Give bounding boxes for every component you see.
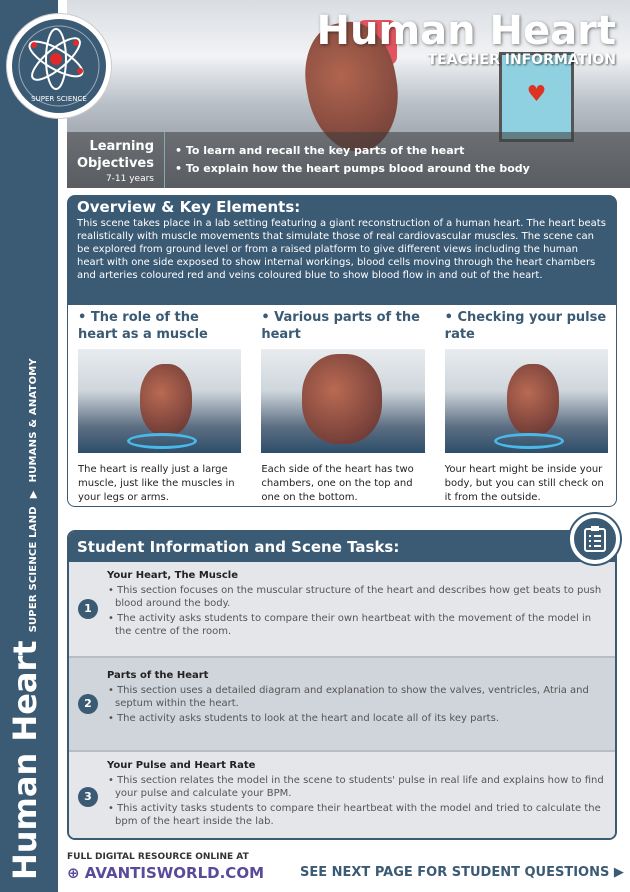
task-title: Your Heart, The Muscle <box>107 570 238 581</box>
sidebar: Human Heart SUPER SCIENCE LAND ▶ HUMANS … <box>0 0 58 892</box>
lo-heading-2: Objectives <box>76 156 154 171</box>
key-element: • Checking your pulse rate Your heart mi… <box>444 309 608 506</box>
key-element-text: Your heart might be inside your body, bu… <box>444 464 604 503</box>
task-title: Parts of the Heart <box>107 670 209 681</box>
clipboard-icon <box>570 514 620 564</box>
task-title: Your Pulse and Heart Rate <box>107 760 256 771</box>
key-element-text: Each side of the heart has two chambers,… <box>261 464 414 503</box>
key-element-title: • The role of the heart as a muscle <box>78 310 208 342</box>
student-tasks-section: Student Information and Scene Tasks: 1 Y… <box>67 530 617 840</box>
key-element: • The role of the heart as a muscle The … <box>78 309 242 506</box>
key-element-title: • Various parts of the heart <box>261 310 420 342</box>
lo-item: • To explain how the heart pumps blood a… <box>175 162 530 175</box>
lo-age: 7-11 years <box>105 174 154 184</box>
globe-icon: ⊕ <box>67 864 85 882</box>
task-point: • The activity asks students to compare … <box>108 613 592 637</box>
overview-section: Overview & Key Elements: This scene take… <box>67 195 617 305</box>
svg-text:SUPER SCIENCE: SUPER SCIENCE <box>31 95 87 103</box>
page-title: Human Heart <box>316 8 616 54</box>
overview-text: This scene takes place in a lab setting … <box>77 218 606 281</box>
task-point: • This section relates the model in the … <box>108 775 604 799</box>
task-number: 2 <box>78 694 98 714</box>
task-item: 2 Parts of the Heart • This section uses… <box>69 656 615 750</box>
scene-image <box>444 349 608 453</box>
task-item: 3 Your Pulse and Heart Rate • This secti… <box>69 750 615 838</box>
website-link[interactable]: ⊕ AVANTISWORLD.COM <box>67 864 264 882</box>
super-science-logo: SUPER SCIENCE <box>7 14 111 118</box>
key-element-title: • Checking your pulse rate <box>444 310 607 342</box>
hero-banner: ♥ Human Heart TEACHER INFORMATION Learni… <box>67 0 630 188</box>
sidebar-vertical-title: Human Heart SUPER SCIENCE LAND ▶ HUMANS … <box>6 358 44 880</box>
lo-item: • To learn and recall the key parts of t… <box>175 144 465 157</box>
breadcrumb-topic: HUMANS & ANATOMY <box>28 358 39 483</box>
key-elements: • The role of the heart as a muscle The … <box>67 305 617 507</box>
task-point: • The activity asks students to look at … <box>108 713 499 724</box>
breadcrumb-land: SUPER SCIENCE LAND <box>28 506 39 633</box>
atom-icon: SUPER SCIENCE <box>18 25 100 107</box>
resource-label: FULL DIGITAL RESOURCE ONLINE AT <box>67 852 249 862</box>
page-subtitle: TEACHER INFORMATION <box>427 52 616 68</box>
overview-heading: Overview & Key Elements: <box>77 198 301 216</box>
key-element: • Various parts of the heart Each side o… <box>261 309 425 506</box>
learning-objectives: Learning Objectives 7-11 years • To lear… <box>67 132 630 188</box>
sidebar-title: Human Heart <box>6 640 44 880</box>
task-number: 1 <box>78 599 98 619</box>
student-tasks-heading: Student Information and Scene Tasks: <box>69 532 615 562</box>
task-number: 3 <box>78 787 98 807</box>
breadcrumb-separator: ▶ <box>28 490 39 499</box>
lab-screen-image: ♥ <box>499 52 574 142</box>
task-point: • This section uses a detailed diagram a… <box>108 685 589 709</box>
task-item: 1 Your Heart, The Muscle • This section … <box>69 562 615 656</box>
scene-image <box>78 349 242 453</box>
key-element-text: The heart is really just a large muscle,… <box>78 464 235 503</box>
scene-image <box>261 349 425 453</box>
next-page-link[interactable]: SEE NEXT PAGE FOR STUDENT QUESTIONS ▶ <box>300 865 624 880</box>
task-point: • This activity tasks students to compar… <box>108 803 601 827</box>
task-point: • This section focuses on the muscular s… <box>108 585 602 609</box>
lo-heading-1: Learning <box>89 139 154 154</box>
